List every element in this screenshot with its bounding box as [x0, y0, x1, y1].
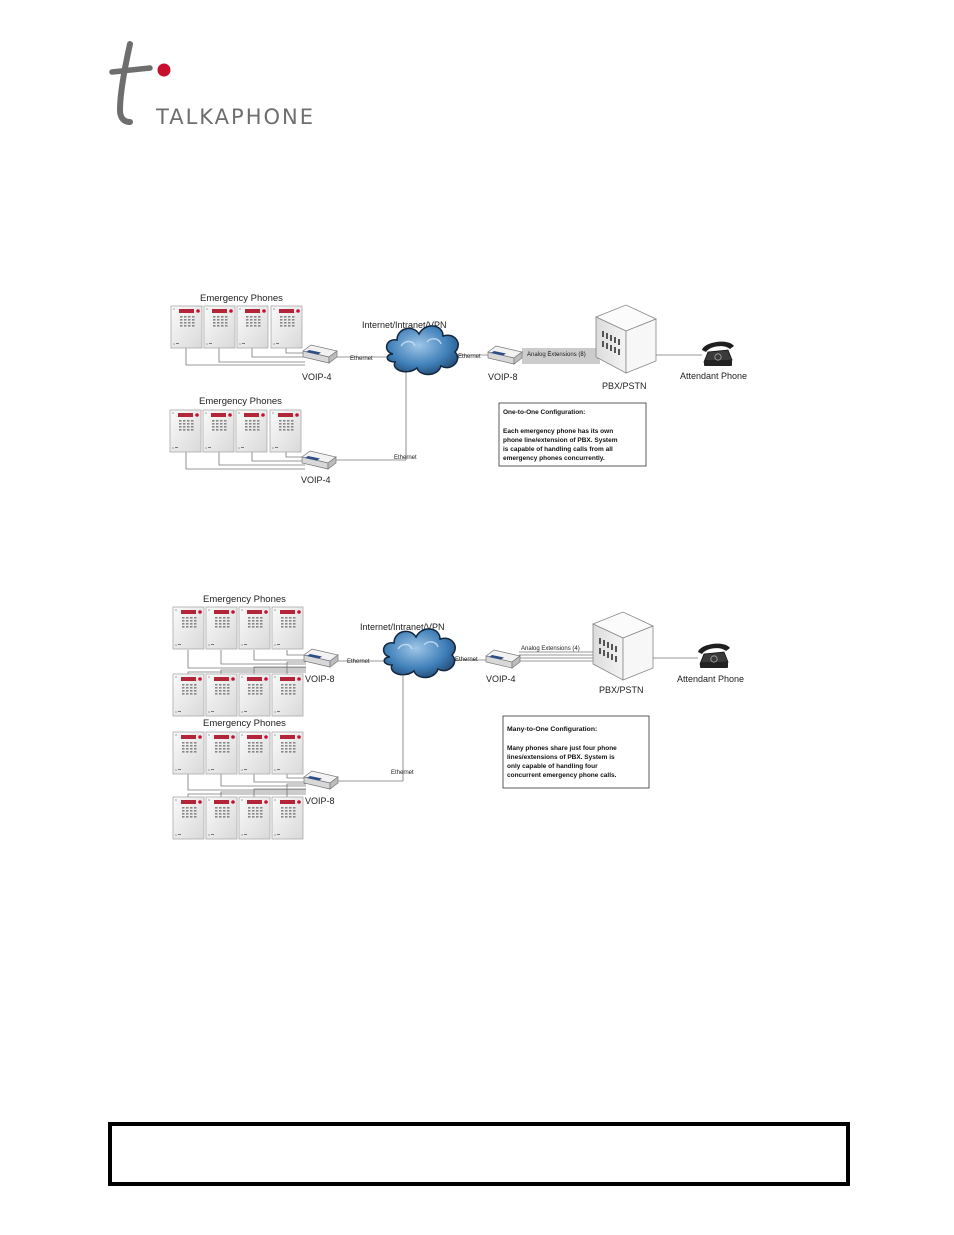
- emergency-phone: [172, 606, 205, 650]
- diagram1-note-line: is capable of handling calls from all: [503, 446, 613, 453]
- emergency-phone: [172, 796, 205, 840]
- emergency-phone: [205, 606, 238, 650]
- diagram2-analog-label: Analog Extensions (4): [521, 646, 580, 652]
- diagram1-pbx-server: [595, 304, 657, 374]
- diagram-many-to-one: Emergency Phones VOIP-8 Ethernet Interne…: [172, 594, 744, 840]
- diagram1-top-group-label: Emergency Phones: [200, 293, 283, 304]
- diagram1-top-gateway: [302, 344, 338, 364]
- diagram2-note-line: concurrent emergency phone calls.: [507, 772, 617, 779]
- emergency-phone: [205, 673, 238, 717]
- emergency-phone: [238, 606, 271, 650]
- emergency-phone: [205, 796, 238, 840]
- emergency-phone: [205, 731, 238, 775]
- emergency-phone: [172, 673, 205, 717]
- footer-frame: [108, 1122, 850, 1186]
- diagram1-top-emergency-phones: [170, 305, 303, 349]
- diagram1-top-gateway-label: VOIP-4: [302, 372, 332, 382]
- logo-t-bar: [109, 65, 153, 75]
- emergency-phone: [238, 731, 271, 775]
- diagram1-bottom-emergency-phones: [169, 409, 302, 453]
- diagram1-attendant-label: Attendant Phone: [680, 371, 747, 381]
- diagram1-central-gateway: [487, 345, 523, 365]
- emergency-phone: [235, 409, 268, 453]
- diagram2-note-line: Many phones share just four phone: [507, 745, 617, 752]
- diagram2-bottom-emergency-phones-row1: [172, 731, 304, 775]
- emergency-phone: [172, 731, 205, 775]
- emergency-phone: [271, 796, 304, 840]
- diagram1-cloud-label: Internet/Intranet/VPN: [362, 320, 447, 330]
- diagram2-attendant-phone-icon: [697, 643, 731, 669]
- emergency-phone: [169, 409, 202, 453]
- diagram1-connections: [185, 348, 702, 470]
- diagram1-ethernet-bottom-label: Ethernet: [394, 455, 417, 461]
- diagram2-top-emergency-phones-row2: [172, 673, 304, 717]
- diagram2-central-gateway-label: VOIP-4: [486, 674, 516, 684]
- diagram2-ethernet-right-label: Ethernet: [455, 657, 478, 663]
- diagram1-network-cloud: [385, 325, 459, 376]
- diagram1-attendant-phone-icon: [701, 341, 735, 367]
- diagram1-ethernet-top-label: Ethernet: [350, 356, 373, 362]
- diagram2-note-title: Many-to-One Configuration:: [507, 726, 597, 733]
- logo-t-stroke: [116, 41, 133, 125]
- diagram2-top-emergency-phones-row1: [172, 606, 304, 650]
- diagram2-top-gateway-label: VOIP-8: [305, 674, 335, 684]
- logo-accent-dot: [157, 63, 171, 77]
- emergency-phone: [271, 731, 304, 775]
- diagram2-note-line: lines/extensions of PBX. System is: [507, 754, 615, 761]
- emergency-phone: [270, 305, 303, 349]
- diagram1-bottom-gateway: [301, 450, 337, 470]
- diagram1-note-line: emergency phones concurrently.: [503, 455, 605, 462]
- diagram1-note-line: Each emergency phone has its own: [503, 428, 613, 435]
- diagram1-note-line: phone line/extension of PBX. System: [503, 437, 618, 444]
- diagram1-note-title: One-to-One Configuration:: [503, 409, 585, 416]
- diagram2-note-line: only capable of handling four: [507, 763, 598, 770]
- emergency-phone: [238, 673, 271, 717]
- diagram1-note-box: One-to-One Configuration: Each emergency…: [498, 402, 647, 467]
- diagram2-top-gateway: [303, 648, 339, 668]
- diagram1-central-gateway-label: VOIP-8: [488, 372, 518, 382]
- diagram2-ethernet-top-label: Ethernet: [347, 659, 370, 665]
- emergency-phone: [238, 796, 271, 840]
- diagram2-connections: [187, 650, 698, 797]
- diagram2-bottom-gateway: [303, 770, 339, 790]
- diagram2-central-gateway: [485, 649, 521, 669]
- emergency-phone: [236, 305, 269, 349]
- diagram2-network-cloud: [382, 628, 456, 679]
- diagram2-bottom-group-label: Emergency Phones: [203, 718, 286, 729]
- logo-brand-text: TALKAPHONE: [155, 105, 315, 129]
- emergency-phone: [271, 606, 304, 650]
- diagram2-note-box: Many-to-One Configuration: Many phones s…: [502, 715, 650, 789]
- diagram2-cloud-label: Internet/Intranet/VPN: [360, 622, 445, 632]
- diagram2-attendant-label: Attendant Phone: [677, 674, 744, 684]
- talkaphone-logo: TALKAPHONE: [109, 41, 315, 129]
- diagram-one-to-one: Emergency Phones VOIP-4 Ethernet Interne…: [169, 293, 747, 485]
- emergency-phone: [203, 305, 236, 349]
- diagram2-top-group-label: Emergency Phones: [203, 594, 286, 605]
- diagram2-pbx-label: PBX/PSTN: [599, 685, 644, 695]
- emergency-phone: [271, 673, 304, 717]
- diagram1-bottom-group-label: Emergency Phones: [199, 396, 282, 407]
- diagram1-pbx-label: PBX/PSTN: [602, 381, 647, 391]
- diagram2-bottom-emergency-phones-row2: [172, 796, 304, 840]
- diagram1-bottom-gateway-label: VOIP-4: [301, 475, 331, 485]
- diagram1-analog-label: Analog Extensions (8): [527, 352, 586, 358]
- diagram2-bottom-gateway-label: VOIP-8: [305, 796, 335, 806]
- diagram2-ethernet-bottom-label: Ethernet: [391, 770, 414, 776]
- emergency-phone: [202, 409, 235, 453]
- emergency-phone: [170, 305, 203, 349]
- diagram1-ethernet-right-label: Ethernet: [458, 354, 481, 360]
- diagram2-pbx-server: [592, 611, 654, 681]
- emergency-phone: [269, 409, 302, 453]
